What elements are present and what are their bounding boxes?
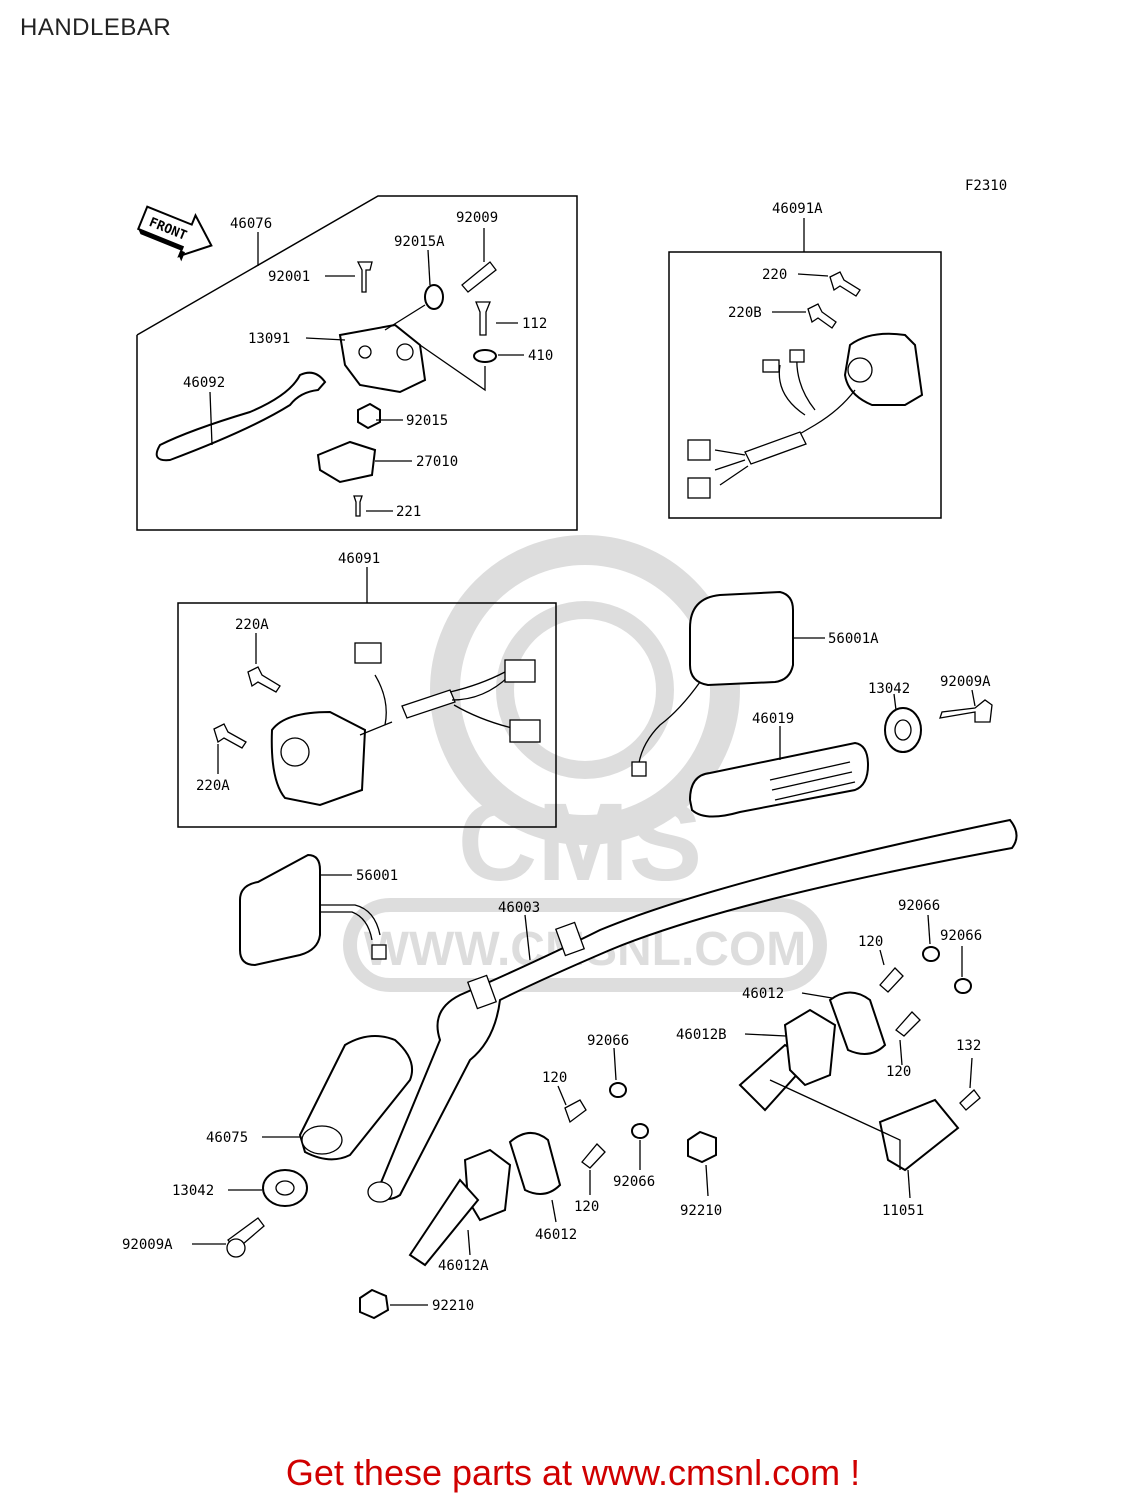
screw-220A-upper-shape [247,666,281,693]
part-label-56001[interactable]: 56001 [356,868,398,884]
nut-92015-shape [357,402,381,430]
part-label-92210-left[interactable]: 92210 [432,1298,474,1314]
part-label-92066-c[interactable]: 92066 [587,1033,629,1049]
part-label-46019[interactable]: 46019 [752,711,794,727]
front-arrow-icon: FRONT [136,205,213,262]
holder-46012A-lower-shape [463,1148,512,1222]
part-label-112[interactable]: 112 [522,316,547,332]
part-label-46091A[interactable]: 46091A [772,201,823,217]
lever-holder-shape [338,323,427,394]
bolt-132-shape [959,1089,981,1111]
part-label-27010[interactable]: 27010 [416,454,458,470]
holder-46012-right-shape [828,991,887,1055]
part-label-92001[interactable]: 92001 [268,269,310,285]
part-label-46092[interactable]: 46092 [183,375,225,391]
part-label-46075[interactable]: 46075 [206,1130,248,1146]
page-title: HANDLEBAR [20,14,172,41]
part-label-220A-upper[interactable]: 220A [235,617,269,633]
mirror-56001A-shape [689,590,794,687]
part-label-410[interactable]: 410 [528,348,553,364]
lever-shape [155,371,327,462]
holder-46012-left-shape [508,1132,562,1195]
part-label-13042-left[interactable]: 13042 [172,1183,214,1199]
part-label-220[interactable]: 220 [762,267,787,283]
lever-assembly-box [136,195,578,531]
nut-92210-right-shape [687,1130,717,1164]
part-label-221[interactable]: 221 [396,504,421,520]
part-label-11051[interactable]: 11051 [882,1203,924,1219]
part-label-13091[interactable]: 13091 [248,331,290,347]
part-label-220B[interactable]: 220B [728,305,762,321]
left-switch-box [177,602,557,828]
part-label-92066-b[interactable]: 92066 [940,928,982,944]
screw-220B-shape [807,303,837,329]
holder-46012B-shape [783,1008,837,1087]
bolt-120-b-shape [581,1143,606,1169]
bolt-120-d-shape [895,1011,921,1037]
part-label-13042-right[interactable]: 13042 [868,681,910,697]
part-label-46012-right[interactable]: 46012 [742,986,784,1002]
screw-92009-shape [461,261,497,293]
part-label-120-d[interactable]: 120 [886,1064,911,1080]
right-switch-housing-shape [843,332,924,406]
part-label-46012A[interactable]: 46012A [438,1258,489,1274]
grip-46019-shape [688,741,870,818]
part-label-46076[interactable]: 46076 [230,216,272,232]
washer-92066-a-shape [922,946,940,962]
part-label-92009[interactable]: 92009 [456,210,498,226]
part-label-92210-right[interactable]: 92210 [680,1203,722,1219]
part-label-56001A[interactable]: 56001A [828,631,879,647]
part-label-46012B[interactable]: 46012B [676,1027,727,1043]
part-label-92015A[interactable]: 92015A [394,234,445,250]
mirror-56001-shape [239,853,321,967]
part-label-46003[interactable]: 46003 [498,900,540,916]
nut-92210-left-shape [359,1288,390,1320]
part-label-120-a[interactable]: 120 [542,1070,567,1086]
part-label-46012-left[interactable]: 46012 [535,1227,577,1243]
bolt-92001-shape [356,261,373,293]
part-label-92009A-left[interactable]: 92009A [122,1237,173,1253]
part-label-132[interactable]: 132 [956,1038,981,1054]
handlebar-46003-shape [368,818,1018,1200]
washer-92066-c-shape [609,1082,627,1098]
watermark-logo: CMS [458,781,702,904]
washer-92066-b-shape [954,978,972,994]
part-label-92066-a[interactable]: 92066 [898,898,940,914]
bracket-11051-shape [878,1098,960,1172]
watermark: CMS WWW.CMSNL.COM [343,535,827,992]
footer-link[interactable]: Get these parts at www.cmsnl.com ! [285,1452,861,1493]
bolt-112-shape [475,301,491,336]
bolt-120-a-shape [564,1099,587,1124]
figure-code: F2310 [965,178,1007,194]
holder-stem-46012A-shape [408,1178,480,1267]
part-label-220A-lower[interactable]: 220A [196,778,230,794]
washer-410-shape [473,349,497,363]
part-label-120-b[interactable]: 120 [574,1199,599,1215]
screw-220A-lower-shape [213,723,247,749]
part-label-46091[interactable]: 46091 [338,551,380,567]
bolt-92009A-right-shape [939,699,993,723]
bolt-120-c-shape [879,967,904,993]
washer-92066-d-shape [631,1123,649,1139]
screw-220-shape [829,271,861,297]
left-switch-housing-shape [270,710,367,807]
adjuster-92015A-shape [424,284,444,310]
part-label-92066-d[interactable]: 92066 [613,1174,655,1190]
right-switch-box [668,251,942,519]
switch-27010-shape [316,440,377,484]
part-label-92015[interactable]: 92015 [406,413,448,429]
part-label-92009A-right[interactable]: 92009A [940,674,991,690]
screw-221-shape [353,495,363,517]
part-label-120-c[interactable]: 120 [858,934,883,950]
